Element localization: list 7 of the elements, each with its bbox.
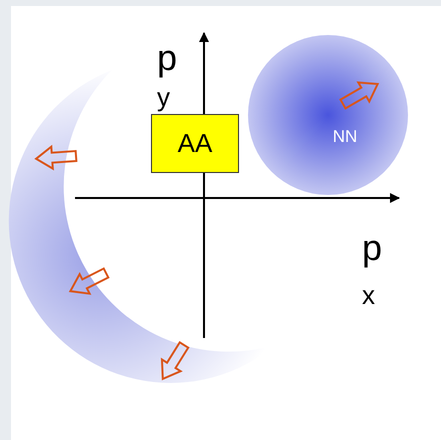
momentum-symbol: p	[157, 40, 178, 76]
axis-subscript: y	[157, 84, 170, 110]
node-label: AA	[178, 128, 212, 159]
momentum-symbol: p	[362, 230, 382, 266]
node-label: NN	[332, 127, 358, 147]
highlight-box	[151, 114, 239, 173]
axis-subscript: x	[362, 282, 375, 308]
